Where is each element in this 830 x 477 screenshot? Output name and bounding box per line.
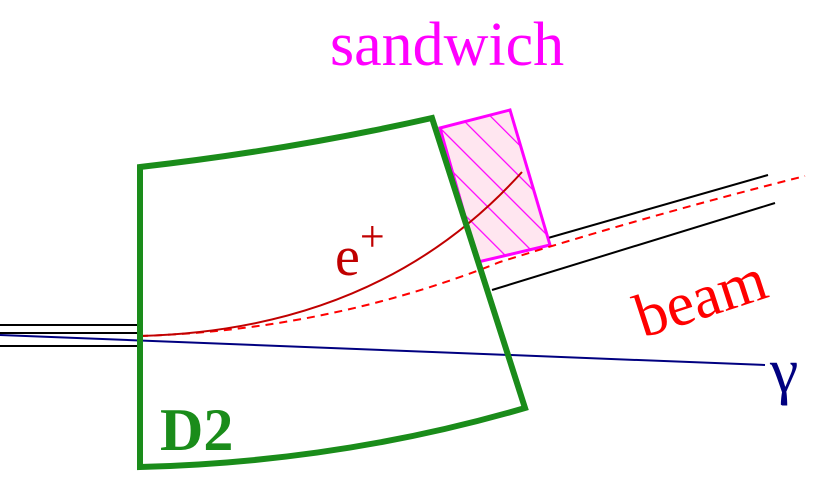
beam-label: beam <box>626 245 775 351</box>
photon-line <box>0 334 766 366</box>
positron-label-sup: + <box>360 212 385 261</box>
photon-label: γ <box>769 335 798 406</box>
sandwich-label: sandwich <box>330 11 564 79</box>
beam-trajectory <box>139 175 806 337</box>
positron-label: e+ <box>335 212 385 288</box>
incoming-beampipe <box>0 324 140 347</box>
positron-trajectory <box>139 171 523 337</box>
positron-label-base: e <box>335 226 360 288</box>
d2-magnet <box>137 114 529 471</box>
d2-label: D2 <box>160 397 233 463</box>
